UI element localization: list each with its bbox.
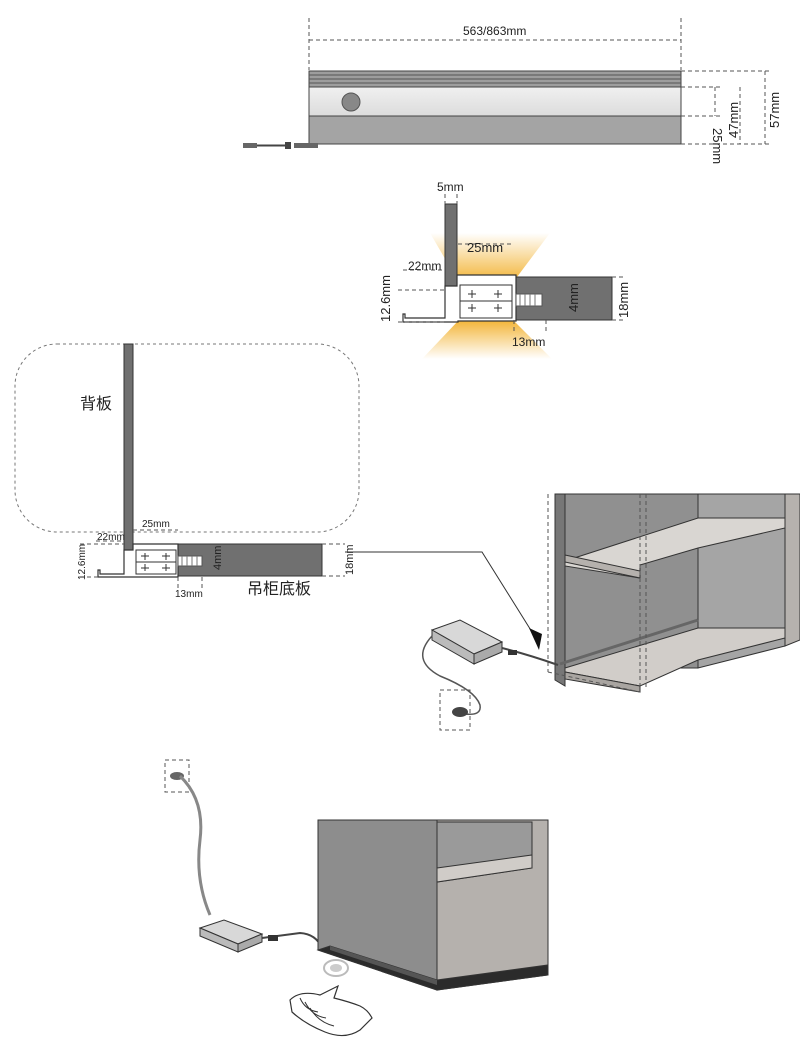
cross-section-top: 5mm 25mm 22mm 12.6mm 4mm 18mm 13mm [378, 180, 631, 359]
width-25-top-label: 25mm [467, 240, 503, 255]
height-47-label: 47mm [726, 102, 741, 138]
height-4-top-label: 4mm [566, 283, 581, 312]
height-12-6-bottom-label: 12.6mm [77, 544, 88, 580]
sensor-icon [341, 92, 361, 112]
width-13-top-label: 13mm [512, 335, 545, 349]
cabinet-outline [14, 343, 360, 533]
back-panel [123, 343, 134, 551]
width-25-bottom-label: 25mm [142, 519, 170, 530]
back-panel-label: 背板 [80, 395, 112, 413]
shelf-section [513, 276, 613, 321]
height-18-top-label: 18mm [616, 282, 631, 318]
pointer-arrow [529, 628, 542, 650]
profile-side-view: 563/863mm 25mm 47mm 57mm [243, 18, 782, 164]
height-18-bottom-label: 18mm [344, 544, 356, 575]
power-driver-middle [422, 619, 559, 731]
height-12-6-top-label: 12.6mm [378, 275, 393, 322]
width-22-bottom-label: 22mm [97, 532, 125, 543]
light-glow-up [430, 233, 550, 281]
width-13-bottom-label: 13mm [175, 589, 203, 600]
back-panel-section [444, 203, 458, 287]
cabinet-elevation: 背板 吊柜底板 25mm 22mm 12.6mm 4mm 18mm 13mm [14, 343, 542, 650]
height-4-bottom-label: 4mm [212, 546, 224, 570]
width-22-top-label: 22mm [408, 259, 441, 273]
height-25-label: 25mm [710, 128, 725, 164]
height-57-label: 57mm [767, 92, 782, 128]
thickness-5-label: 5mm [437, 180, 464, 194]
cabinet-bottom-label: 吊柜底板 [247, 580, 311, 598]
light-glow-down [422, 321, 552, 359]
hand-icon [289, 984, 373, 1037]
length-dimension: 563/863mm [463, 24, 526, 38]
open-cabinet-illustration [547, 493, 800, 693]
hand-sensor-illustration [164, 759, 549, 1037]
